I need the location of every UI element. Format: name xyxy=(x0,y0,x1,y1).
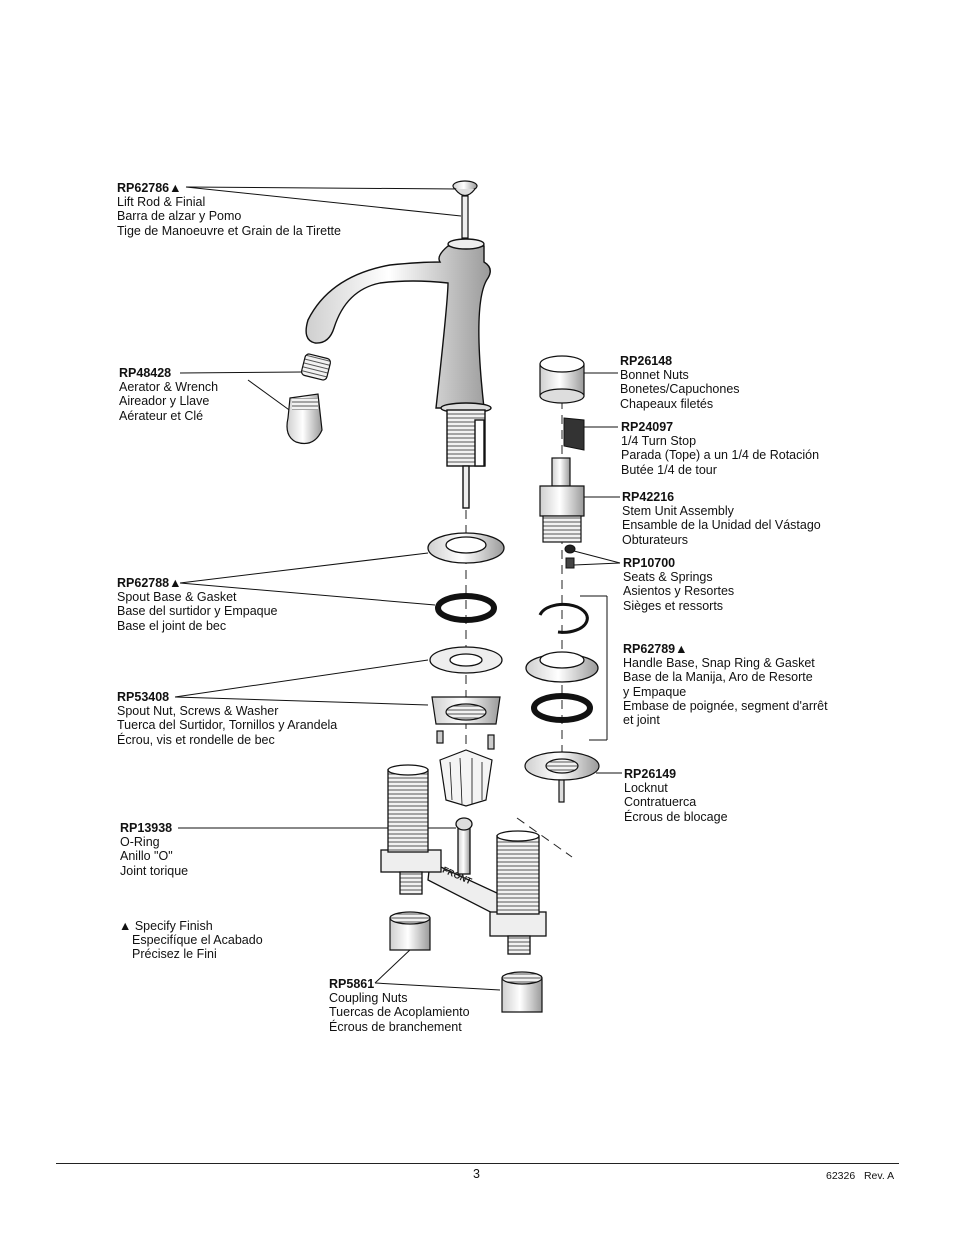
part-desc-fr: Aérateur et Clé xyxy=(119,408,204,423)
part-desc-es: Ensamble de la Unidad del Vástago xyxy=(622,518,821,533)
part-label-bonnet-nuts: RP26148 Bonnet Nuts Bonetes/Capuchones C… xyxy=(620,354,740,411)
part-desc-en: Aerator & Wrench xyxy=(119,380,219,395)
aerator-wrench xyxy=(286,353,332,445)
part-desc-fr-2: et joint xyxy=(623,713,660,728)
spout-nut xyxy=(431,696,501,807)
part-desc-es: Base del surtidor y Empaque xyxy=(117,604,278,619)
part-code: RP26148 xyxy=(620,354,673,368)
part-label-o-ring: RP13938 O-Ring Anillo "O" Joint torique xyxy=(120,821,188,878)
turn-stop xyxy=(563,417,585,451)
part-desc-es: Parada (Tope) a un 1/4 de Rotación xyxy=(621,448,820,463)
locknut xyxy=(524,751,600,803)
part-desc-en: Seats & Springs xyxy=(623,570,713,585)
leader-lines xyxy=(174,186,622,991)
handle-base-assembly xyxy=(525,602,599,723)
spout-body xyxy=(305,238,492,509)
part-desc-es: Tuerca del Surtidor, Tornillos y Arandel… xyxy=(117,718,338,733)
part-label-stem-unit: RP42216 Stem Unit Assembly Ensamble de l… xyxy=(622,490,821,547)
part-label-seats-springs: RP10700 Seats & Springs Asientos y Resor… xyxy=(623,556,734,613)
specify-finish-fr: Précisez le Fini xyxy=(132,947,217,962)
part-desc-es: Bonetes/Capuchones xyxy=(620,382,740,397)
stem-unit xyxy=(539,457,585,543)
part-code: RP62788▲ xyxy=(117,576,182,590)
part-code: RP26149 xyxy=(624,767,677,781)
part-label-spout-base: RP62788▲ Spout Base & Gasket Base del su… xyxy=(117,576,278,633)
revision: Rev. A xyxy=(863,1170,895,1182)
specify-finish-en: ▲ Specify Finish xyxy=(119,919,213,933)
specify-finish-note: ▲ Specify Finish Especifíque el Acabado … xyxy=(119,919,263,962)
part-desc-fr: Obturateurs xyxy=(622,532,689,547)
part-code: RP62786▲ xyxy=(117,181,182,195)
part-desc-en: Lift Rod & Finial xyxy=(117,195,206,210)
part-desc-en: Spout Base & Gasket xyxy=(117,590,237,605)
part-desc-fr: Tige de Manoeuvre et Grain de la Tirette xyxy=(117,223,341,238)
part-code: RP5861 xyxy=(329,977,375,991)
part-code: RP24097 xyxy=(621,420,674,434)
part-desc-fr: Sièges et ressorts xyxy=(623,598,724,613)
part-code: RP62789▲ xyxy=(623,642,688,656)
part-desc-es-2: y Empaque xyxy=(623,684,687,699)
part-desc-fr: Écrou, vis et rondelle de bec xyxy=(117,732,275,747)
part-label-lift-rod: RP62786▲ Lift Rod & Finial Barra de alza… xyxy=(117,181,341,238)
part-code: RP13938 xyxy=(120,821,173,835)
valve-manifold: FRONT xyxy=(380,764,547,955)
part-desc-es: Barra de alzar y Pomo xyxy=(117,209,242,224)
seats-springs xyxy=(564,544,576,569)
part-label-handle-base: RP62789▲ Handle Base, Snap Ring & Gasket… xyxy=(623,642,828,727)
bonnet-nut xyxy=(539,355,585,404)
part-desc-es: Anillo "O" xyxy=(120,849,173,864)
part-code: RP53408 xyxy=(117,690,170,704)
part-desc-en: Stem Unit Assembly xyxy=(622,504,734,519)
part-desc-es: Contratuerca xyxy=(624,795,697,810)
part-desc-en: O-Ring xyxy=(120,835,160,850)
part-desc-es: Tuercas de Acoplamiento xyxy=(329,1005,470,1020)
part-label-turn-stop: RP24097 1/4 Turn Stop Parada (Tope) a un… xyxy=(621,420,819,477)
part-desc-en: 1/4 Turn Stop xyxy=(621,434,697,449)
part-desc-es-1: Base de la Manija, Aro de Resorte xyxy=(623,670,813,685)
page-number: 3 xyxy=(473,1167,480,1181)
part-desc-fr-1: Embase de poignée, segment d'arrêt xyxy=(623,698,828,713)
specify-finish-es: Especifíque el Acabado xyxy=(132,933,263,948)
part-code: RP42216 xyxy=(622,490,675,504)
part-desc-fr: Joint torique xyxy=(120,863,189,878)
part-desc-fr: Chapeaux filetés xyxy=(620,396,714,411)
part-desc-fr: Écrous de branchement xyxy=(329,1019,462,1034)
part-label-coupling-nuts: RP5861 Coupling Nuts Tuercas de Acoplami… xyxy=(329,977,470,1034)
part-desc-fr: Écrous de blocage xyxy=(624,809,728,824)
part-desc-fr: Butée 1/4 de tour xyxy=(621,462,717,477)
document-revision: 62326 Rev. A xyxy=(826,1170,894,1182)
part-code: RP48428 xyxy=(119,366,172,380)
coupling-nuts xyxy=(389,911,543,1013)
part-desc-es: Aireador y Llave xyxy=(119,394,210,409)
part-label-spout-nut: RP53408 Spout Nut, Screws & Washer Tuerc… xyxy=(117,690,337,747)
part-desc-es: Asientos y Resortes xyxy=(623,584,735,599)
footer-rule xyxy=(56,1163,899,1164)
part-label-aerator: RP48428 Aerator & Wrench Aireador y Llav… xyxy=(119,366,218,423)
part-code: RP10700 xyxy=(623,556,676,570)
part-label-locknut: RP26149 Locknut Contratuerca Écrous de b… xyxy=(624,767,728,824)
doc-number: 62326 xyxy=(826,1170,856,1182)
part-desc-en: Handle Base, Snap Ring & Gasket xyxy=(623,656,815,671)
part-desc-en: Locknut xyxy=(624,781,668,796)
part-desc-en: Spout Nut, Screws & Washer xyxy=(117,704,279,719)
part-desc-fr: Base el joint de bec xyxy=(117,618,227,633)
spout-base-gasket xyxy=(427,532,505,674)
part-desc-en: Coupling Nuts xyxy=(329,991,408,1006)
lift-rod-finial xyxy=(452,180,478,239)
part-desc-en: Bonnet Nuts xyxy=(620,368,689,383)
